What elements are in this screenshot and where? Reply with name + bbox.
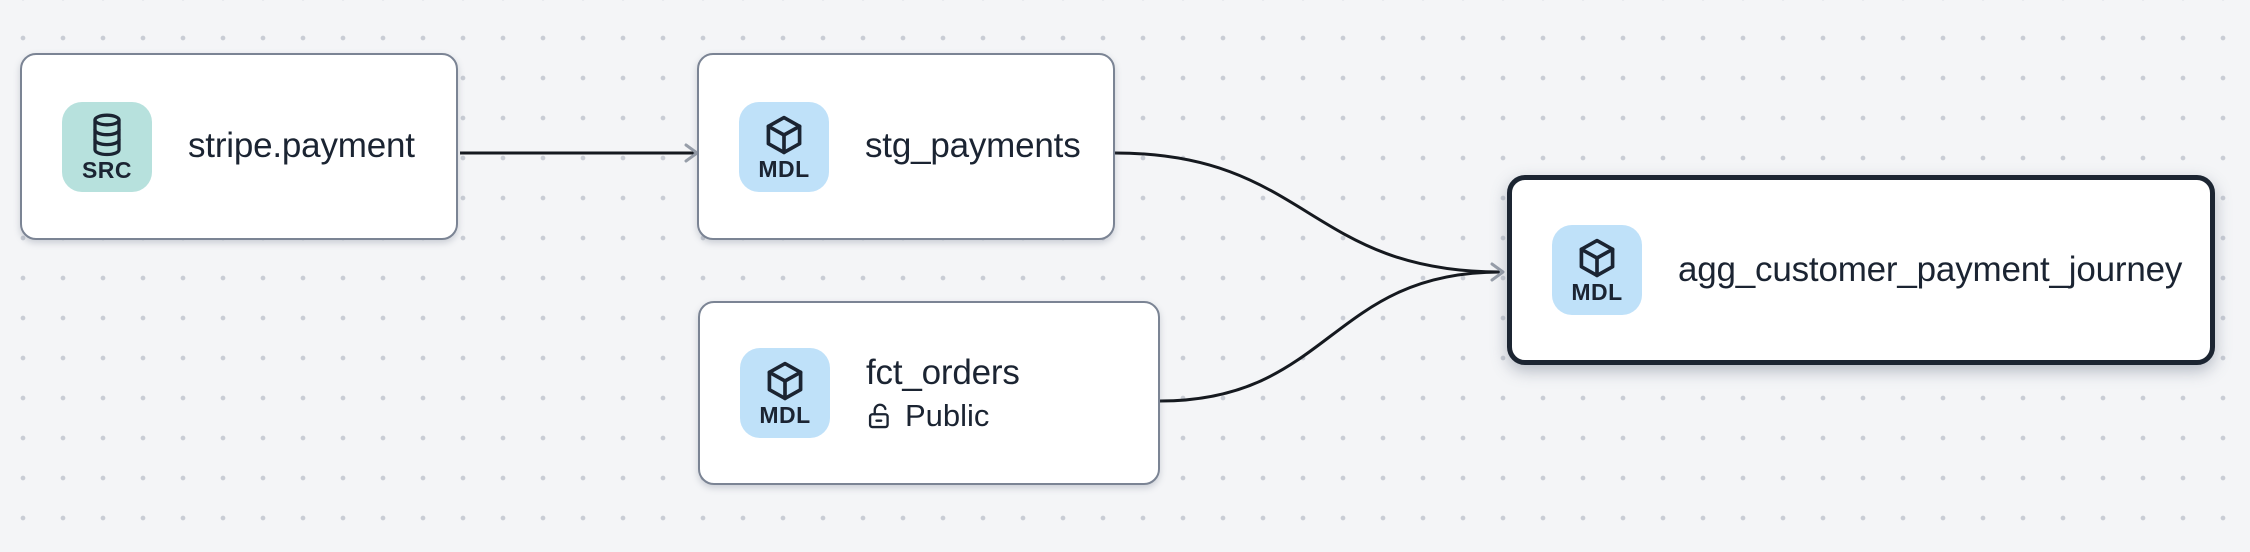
model-badge: MDL (740, 348, 830, 438)
cube-icon (767, 361, 803, 401)
node-title: stg_payments (865, 126, 1081, 166)
badge-label: MDL (759, 402, 811, 428)
badge-label: SRC (81, 156, 133, 183)
node-stripe-payment[interactable]: SRC stripe.payment (20, 53, 458, 240)
cube-icon (766, 115, 802, 154)
lock-open-icon (868, 403, 889, 429)
badge-label: MDL (1571, 279, 1623, 305)
badge-label: MDL (758, 155, 810, 182)
node-text: stg_payments (865, 126, 1081, 166)
node-title: stripe.payment (188, 126, 415, 166)
node-title: fct_orders (866, 352, 1020, 392)
model-badge: MDL (739, 101, 829, 192)
arrowhead-icon (1490, 262, 1505, 282)
node-fct-orders[interactable]: MDL fct_orders Public (698, 301, 1160, 485)
node-title: agg_customer_payment_journey (1678, 249, 2183, 289)
database-icon (93, 113, 121, 156)
node-stg-payments[interactable]: MDL stg_payments (697, 53, 1115, 240)
node-text: fct_orders Public (866, 353, 1020, 433)
access-label: Public (905, 398, 990, 434)
cube-icon (1579, 238, 1615, 278)
node-agg-customer-payment-journey[interactable]: MDL agg_customer_payment_journey (1507, 175, 2215, 365)
node-text: agg_customer_payment_journey (1678, 249, 2183, 290)
edge-fct-orders-to-agg-customer-payment-journey[interactable] (1159, 270, 1501, 403)
access-row: Public (866, 398, 1020, 434)
source-badge: SRC (62, 101, 152, 192)
edge-stg-payments-to-agg-customer-payment-journey[interactable] (1114, 151, 1501, 274)
node-text: stripe.payment (188, 126, 415, 166)
model-badge: MDL (1552, 225, 1642, 315)
